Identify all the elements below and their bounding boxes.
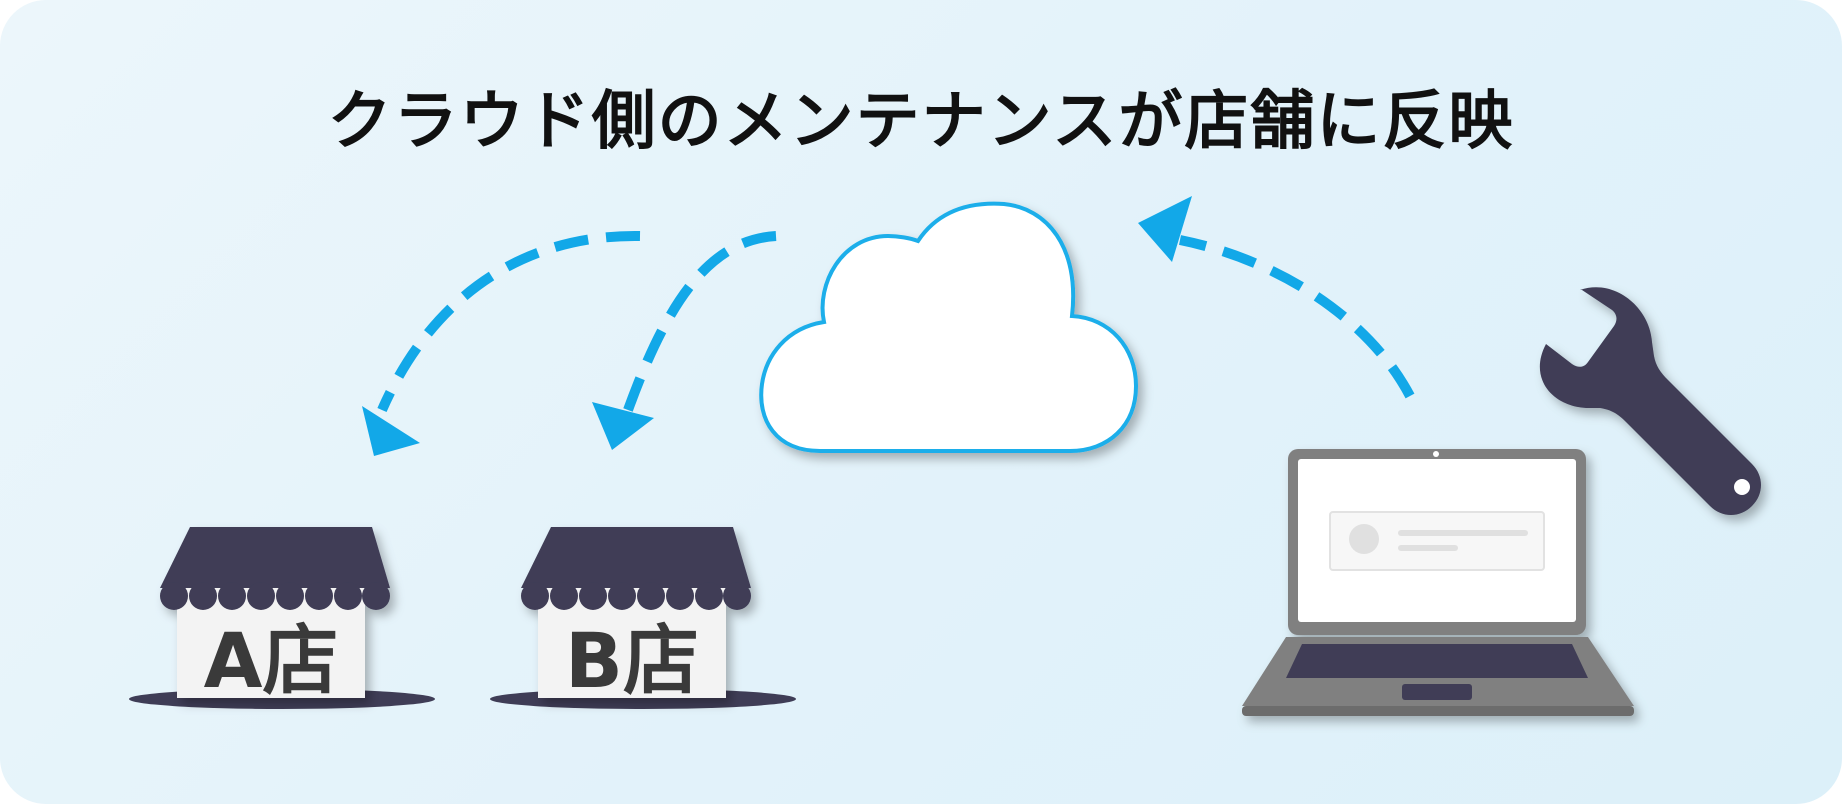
- arrow-laptop-to-cloud: [1138, 196, 1415, 399]
- cloud-icon: [759, 201, 1139, 453]
- laptop-front-edge: [1242, 706, 1634, 716]
- wrench-hole: [1734, 479, 1750, 495]
- storefront-awning-icon: [521, 527, 751, 610]
- store-a: A店: [129, 527, 435, 709]
- laptop-camera: [1433, 451, 1439, 457]
- text-line-placeholder: [1398, 530, 1528, 536]
- arrow-cloud-to-store-a: [362, 230, 641, 456]
- screen-card: [1329, 511, 1545, 571]
- laptop-keyboard: [1286, 644, 1588, 678]
- text-line-placeholder: [1398, 545, 1458, 551]
- store-b-label: B店: [565, 616, 699, 705]
- laptop-trackpad: [1402, 684, 1472, 700]
- arrow-cloud-to-store-b: [592, 231, 777, 450]
- diagram-title: クラウド側のメンテナンスが店舗に反映: [327, 85, 1515, 159]
- storefront-awning-icon: [160, 527, 390, 610]
- store-a-label: A店: [204, 616, 339, 705]
- store-b: B店: [490, 527, 796, 709]
- avatar-placeholder-icon: [1349, 524, 1379, 554]
- laptop-icon: [1242, 449, 1634, 716]
- wrench-icon: [1539, 287, 1761, 515]
